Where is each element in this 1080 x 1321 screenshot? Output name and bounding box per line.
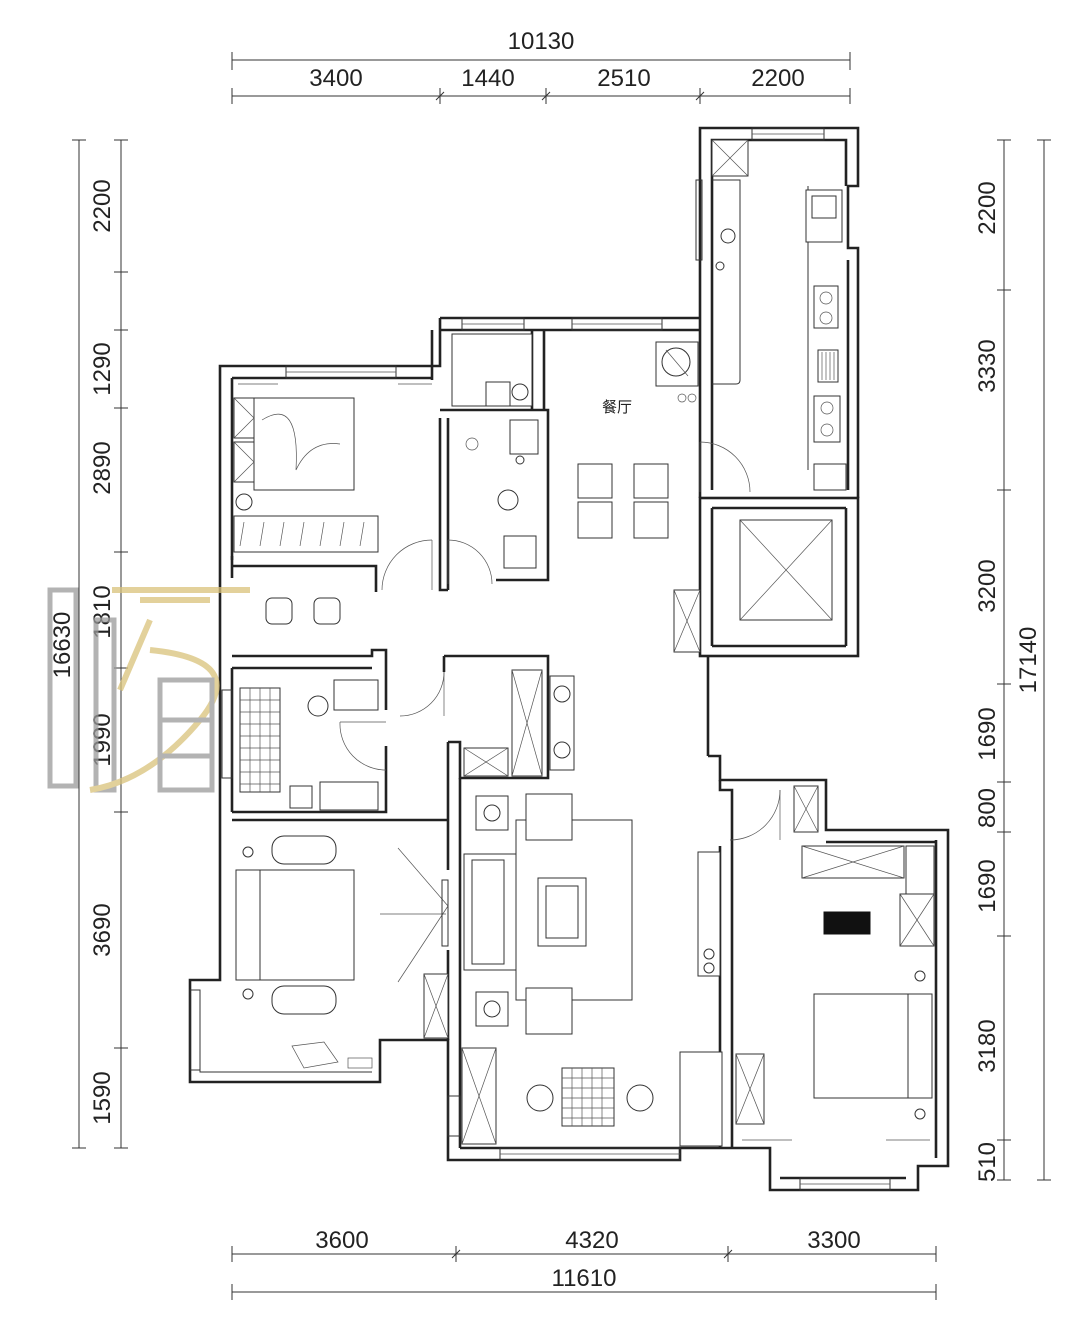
dim-right-1: 2200	[974, 181, 1001, 234]
dim-left-3: 2890	[89, 441, 116, 494]
bathroom-north	[451, 333, 539, 569]
dim-right-4: 1690	[974, 707, 1001, 760]
dim-left-6: 3690	[89, 903, 116, 956]
dim-bottom-2: 4320	[565, 1227, 618, 1254]
dim-bottom-1: 3600	[315, 1227, 368, 1254]
bathroom-middle	[239, 679, 379, 811]
dim-right-5: 800	[974, 788, 1001, 828]
dim-top-2: 1440	[461, 65, 514, 92]
elevator-shaft	[739, 519, 833, 621]
kitchen	[711, 139, 847, 491]
dim-bottom-total: 11610	[552, 1265, 617, 1292]
dim-left-7: 1590	[89, 1071, 116, 1124]
room-label-dining: 餐厅	[602, 398, 632, 416]
closet	[463, 589, 701, 777]
dim-left-1: 2200	[89, 179, 116, 232]
watermark-logo	[47, 587, 250, 793]
bottom-dimensions: 3600 4320 3300 11610	[231, 1227, 937, 1300]
dim-top-4: 2200	[751, 65, 804, 92]
dim-right-total: 17140	[1015, 627, 1042, 694]
dim-top-1: 3400	[309, 65, 362, 92]
dim-left-2: 1290	[89, 342, 116, 395]
dim-right-7: 3180	[974, 1019, 1001, 1072]
dim-top-total: 10130	[508, 28, 575, 55]
dim-left-total: 16630	[49, 612, 76, 679]
dim-right-6: 1690	[974, 859, 1001, 912]
dining-area: 餐厅	[577, 341, 699, 539]
doors	[339, 441, 781, 983]
bedroom-southeast	[735, 785, 935, 1141]
dim-top-3: 2510	[597, 65, 650, 92]
dim-right-8: 510	[974, 1142, 1001, 1182]
living-room	[461, 793, 721, 1145]
windows	[189, 127, 891, 1191]
dim-right-2: 3330	[974, 339, 1001, 392]
chairs-hall	[265, 597, 341, 625]
right-dimensions: 2200 3330 3200 1690 800 1690 3180 510 17…	[974, 139, 1051, 1182]
bedroom-northwest	[233, 383, 432, 553]
dim-right-3: 3200	[974, 559, 1001, 612]
top-dimensions: 10130 3400 1440 2510 2200	[231, 28, 851, 104]
dining-table-south	[526, 1051, 723, 1147]
dim-bottom-3: 3300	[807, 1227, 860, 1254]
bedroom-southwest	[235, 835, 449, 1069]
